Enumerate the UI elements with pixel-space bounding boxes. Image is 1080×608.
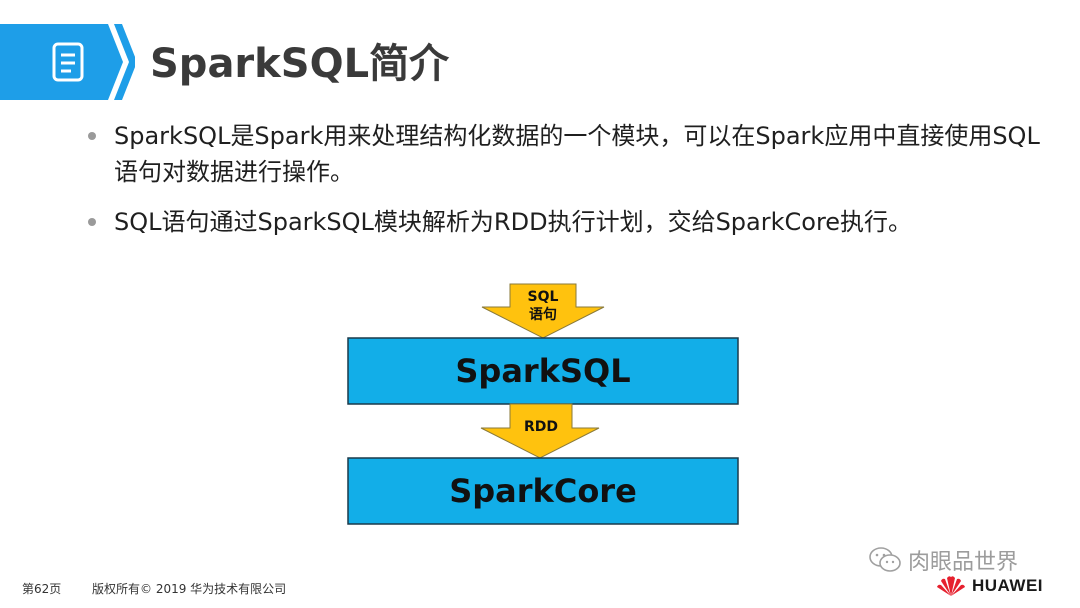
page-title: SparkSQL简介 xyxy=(150,41,450,87)
sparksql-label: SparkSQL xyxy=(455,352,631,390)
bullet-list: SparkSQL是Spark用来处理结构化数据的一个模块，可以在Spark应用中… xyxy=(86,118,1046,254)
sql-arrow-label-line1: SQL xyxy=(527,289,559,305)
sql-arrow-label-line2: 语句 xyxy=(529,307,557,323)
title-ribbon xyxy=(0,24,135,100)
rdd-arrow-label: RDD xyxy=(523,419,559,435)
bullet-text: SQL语句通过SparkSQL模块解析为RDD执行计划，交给SparkCore执… xyxy=(114,208,913,236)
bullet-dot xyxy=(88,218,96,226)
copyright-text: 版权所有© 2019 华为技术有限公司 xyxy=(92,582,287,596)
sparkcore-box xyxy=(347,457,739,525)
architecture-diagram: SQL 语句 SparkSQL RDD SparkCore xyxy=(340,280,750,530)
wechat-icon xyxy=(869,547,901,572)
bullet-text: SparkSQL是Spark用来处理结构化数据的一个模块，可以在Spark应用中… xyxy=(114,122,1040,186)
sql-input-arrow xyxy=(481,283,605,339)
list-item: SparkSQL是Spark用来处理结构化数据的一个模块，可以在Spark应用中… xyxy=(86,118,1046,190)
watermark-text: 肉眼品世界 xyxy=(908,550,1019,575)
brand-name: HUAWEI xyxy=(972,576,1043,595)
sparkcore-label: SparkCore xyxy=(449,472,637,510)
list-item: SQL语句通过SparkSQL模块解析为RDD执行计划，交给SparkCore执… xyxy=(86,204,1046,240)
huawei-brand: HUAWEI xyxy=(936,574,1043,598)
sql-arrow-label: SQL 语句 xyxy=(512,288,574,324)
rdd-arrow xyxy=(480,403,600,459)
watermark: 肉眼品世界 xyxy=(868,544,1018,576)
page-number: 第62页 xyxy=(22,582,62,596)
document-list-icon xyxy=(52,42,84,82)
huawei-flower-logo xyxy=(937,576,965,596)
bullet-dot xyxy=(88,132,96,140)
sparksql-box xyxy=(347,337,739,405)
